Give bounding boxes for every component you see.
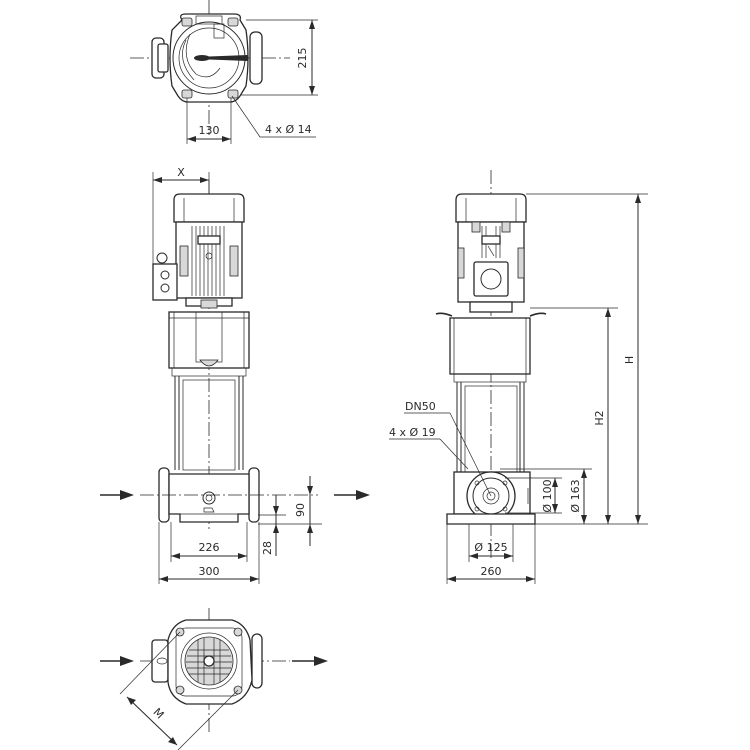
bottom-view: M <box>100 608 328 750</box>
dim-260-label: 260 <box>481 565 502 578</box>
dim-x-label: X <box>177 166 185 179</box>
dim-h2-label: H2 <box>593 410 606 425</box>
dim-d163-label: Ø 163 <box>569 479 582 512</box>
holes-19-label: 4 x Ø 19 <box>389 426 436 439</box>
dim-130-label: 130 <box>199 124 220 137</box>
outlet-arrow-icon <box>314 656 328 666</box>
side-view: H H2 Ø 163 Ø 100 Ø 125 260 <box>389 170 648 584</box>
dim-215-label: 215 <box>296 48 309 69</box>
dim-h-label: H <box>623 356 636 364</box>
dim-d100-label: Ø 100 <box>541 479 554 512</box>
inlet-arrow-icon <box>120 656 134 666</box>
dim-300-label: 300 <box>199 565 220 578</box>
dim-28-label: 28 <box>261 541 274 555</box>
dim-90-label: 90 <box>294 503 307 517</box>
front-view: X <box>100 166 370 584</box>
dim-226-label: 226 <box>199 541 220 554</box>
inlet-arrow-icon <box>120 490 134 500</box>
dn50-label: DN50 <box>405 400 436 413</box>
dim-m-label: M <box>151 706 167 722</box>
holes-14-label: 4 x Ø 14 <box>265 123 312 136</box>
top-view: 215 130 4 x Ø 14 <box>130 0 318 144</box>
dim-d125-label: Ø 125 <box>474 541 507 554</box>
outlet-arrow-icon <box>356 490 370 500</box>
